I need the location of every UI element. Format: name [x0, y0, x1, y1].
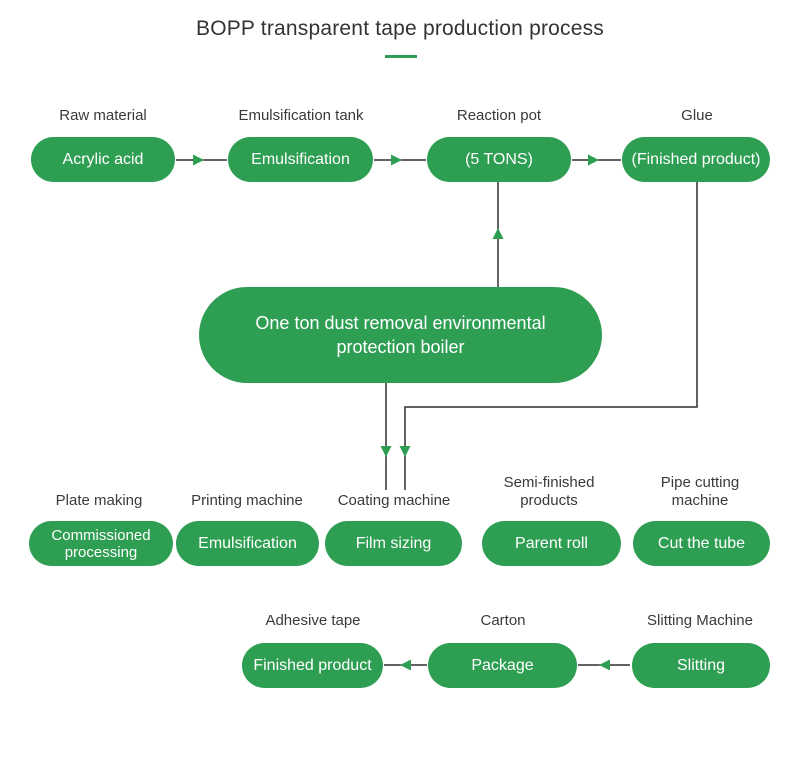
label-coating-machine: Coating machine — [337, 492, 451, 509]
pill-film-sizing: Film sizing — [325, 521, 462, 566]
arrow-right-icon — [391, 154, 402, 166]
label-glue: Glue — [681, 107, 713, 124]
arrow-right-icon — [588, 154, 599, 166]
pill-5-tons: (5 TONS) — [427, 137, 571, 182]
label-semi-finished-products: Semi-finished products — [503, 474, 595, 509]
label-plate-making: Plate making — [55, 492, 143, 509]
arrow-up-icon — [492, 228, 504, 239]
pill-commissioned-processing: Commissioned processing — [29, 521, 173, 566]
label-printing-machine: Printing machine — [191, 492, 303, 509]
label-pipe-cutting-machine: Pipe cutting machine — [660, 474, 740, 509]
pill-finished-product-glue: (Finished product) — [622, 137, 770, 182]
pill-slitting: Slitting — [632, 643, 770, 688]
label-emulsification-tank: Emulsification tank — [238, 107, 364, 124]
arrow-down-icon — [399, 446, 411, 457]
pill-package: Package — [428, 643, 577, 688]
page-title: BOPP transparent tape production process — [195, 17, 604, 40]
label-slitting-machine: Slitting Machine — [647, 612, 753, 629]
label-carton: Carton — [480, 612, 526, 629]
arrow-down-icon — [380, 446, 392, 457]
title-underline — [385, 55, 417, 58]
label-reaction-pot: Reaction pot — [456, 107, 542, 124]
arrow-right-icon — [193, 154, 204, 166]
pill-cut-the-tube: Cut the tube — [633, 521, 770, 566]
pill-emulsification-1: Emulsification — [228, 137, 373, 182]
pill-acrylic-acid: Acrylic acid — [31, 137, 175, 182]
label-adhesive-tape: Adhesive tape — [265, 612, 361, 629]
pill-parent-roll: Parent roll — [482, 521, 621, 566]
label-raw-material: Raw material — [59, 107, 147, 124]
arrow-left-icon — [599, 659, 610, 671]
pill-finished-product: Finished product — [242, 643, 383, 688]
pill-emulsification-2: Emulsification — [176, 521, 319, 566]
arrow-left-icon — [400, 659, 411, 671]
boiler-box: One ton dust removal environmental prote… — [199, 287, 602, 383]
